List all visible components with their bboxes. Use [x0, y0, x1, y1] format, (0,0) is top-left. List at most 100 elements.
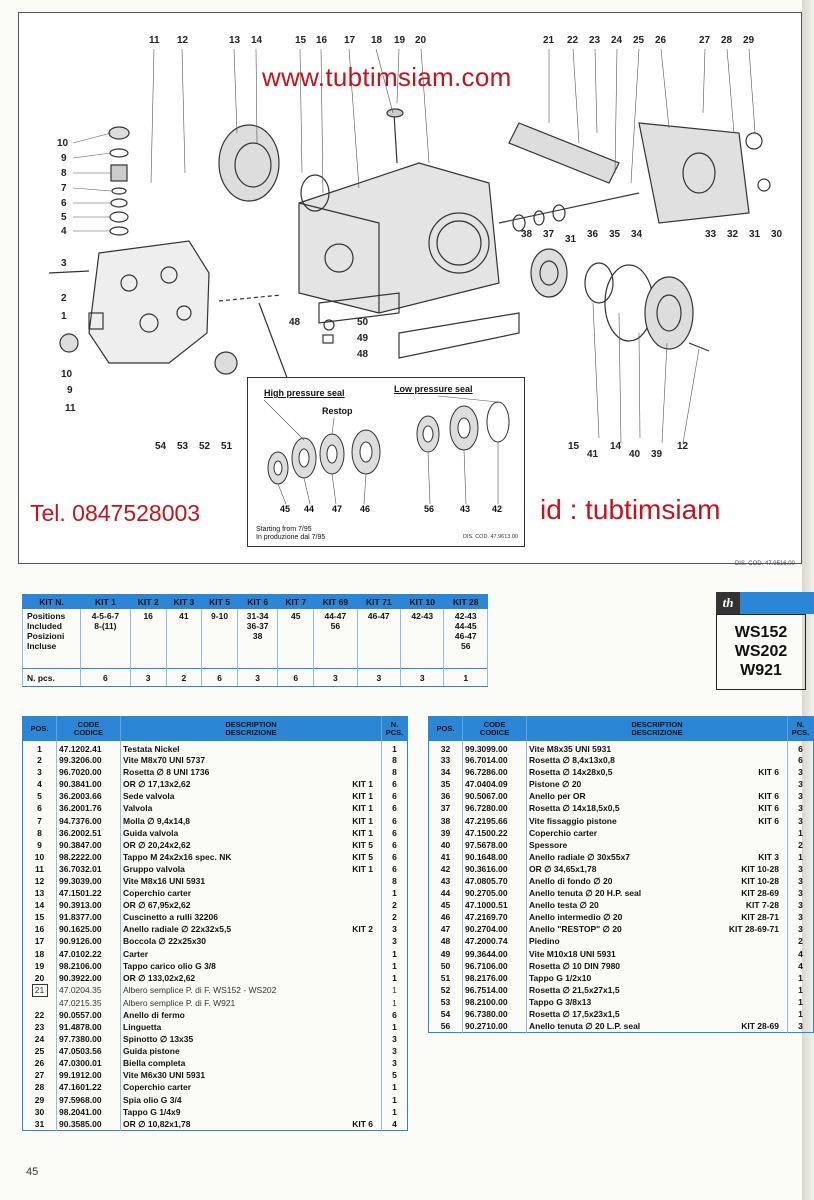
callout-48: 48 — [289, 317, 301, 328]
part-pos: 8 — [22, 827, 57, 840]
inset-drawing-code: DIS. COD. 47.9613.00 — [462, 534, 518, 540]
part-description: Vite M8x70 UNI 5737 — [121, 755, 382, 767]
kit-header-cell: KIT 28 — [443, 594, 488, 609]
callout-6: 6 — [61, 198, 67, 209]
part-pcs: 6 — [381, 814, 408, 828]
part-description-text: Rosetta ∅ 8 UNI 1736 — [123, 767, 210, 778]
part-description: OR ∅ 67,95x2,62 — [121, 900, 382, 912]
part-pos: 51 — [428, 972, 463, 985]
part-pos: 13 — [22, 887, 57, 900]
part-kit: KIT 2 — [352, 924, 373, 935]
part-description-text: Coperchio carter — [123, 1082, 192, 1093]
part-code: 96.7106.00 — [462, 960, 527, 973]
part-code: 90.3922.00 — [56, 972, 121, 985]
kit-pcs-cell: 3 — [236, 668, 279, 687]
inset-num-43: 43 — [460, 504, 471, 514]
part-pos: 22 — [22, 1009, 57, 1022]
restop-label: Restop — [322, 406, 353, 416]
part-description-text: Vite M8x16 UNI 5931 — [123, 875, 206, 886]
pcs-header-n: N. — [796, 719, 805, 729]
part-pos: 49 — [428, 948, 463, 961]
kit-positions-cell: 44-47 56 — [313, 608, 358, 669]
callout-25: 25 — [633, 35, 645, 46]
part-kit: KIT 10-28 — [741, 875, 779, 886]
part-description-text: Guida valvola — [123, 827, 179, 838]
part-description-text: Anello intermedio ∅ 20 — [529, 912, 623, 923]
pcs-header: N.PCS. — [381, 716, 408, 741]
part-description-text: Anello di fondo ∅ 20 — [529, 875, 613, 886]
kit-positions-cell: 45 — [277, 608, 315, 669]
part-code: 97.5968.00 — [56, 1094, 121, 1107]
part-description: Vite M6x30 UNI 5931 — [121, 1070, 382, 1082]
part-code: 47.0404.09 — [462, 778, 527, 791]
desc-header-en: DESCRIPTION — [631, 719, 683, 729]
part-description-text: Linguetta — [123, 1022, 162, 1033]
callout-15: 15 — [295, 35, 307, 46]
part-description: Guida pistone — [121, 1046, 382, 1058]
part-code: 90.1648.00 — [462, 851, 527, 864]
positions-label-line: Included — [27, 621, 62, 631]
part-pos: 33 — [428, 754, 463, 767]
part-pcs: 2 — [787, 839, 814, 852]
part-pcs: 1 — [787, 827, 814, 840]
part-kit: KIT 28-71 — [741, 912, 779, 923]
part-code: 36.7032.01 — [56, 863, 121, 876]
part-description-text: Spia olio G 3/4 — [123, 1094, 182, 1105]
part-description-text: Albero semplice P. di F. WS152 - WS202 — [123, 985, 277, 996]
part-pos: 9 — [22, 839, 57, 852]
part-description: Rosetta ∅ 21,5x27x1,5 — [527, 984, 788, 996]
kit-positions-cell: 31-34 36-37 38 — [236, 608, 279, 669]
callout-40: 40 — [629, 449, 641, 460]
inset-num-56: 56 — [424, 504, 435, 514]
callout-35: 35 — [609, 229, 621, 240]
part-description: Anello intermedio ∅ 20 KIT 28-71 — [527, 912, 788, 924]
part-pos: 50 — [428, 960, 463, 973]
part-pcs: 3 — [381, 923, 408, 936]
part-kit: KIT 28-69 — [741, 888, 779, 899]
kit-positions-cell: 46-47 — [356, 608, 402, 669]
part-pcs: 1 — [381, 1021, 408, 1034]
callout-8: 8 — [61, 168, 67, 179]
part-pcs: 1 — [381, 1094, 408, 1107]
callout-31: 31 — [565, 234, 577, 245]
part-pos: 31 — [22, 1118, 57, 1131]
part-description-text: Anello radiale ∅ 30x55x7 — [529, 851, 630, 862]
part-pos: 7 — [22, 814, 57, 828]
part-description: Anello di fermo — [121, 1009, 382, 1021]
callout-3: 3 — [61, 258, 67, 269]
part-pos: 53 — [428, 996, 463, 1009]
part-pos: 30 — [22, 1106, 57, 1119]
code-header-it: CODICE — [479, 727, 510, 737]
part-pcs: 1 — [787, 1008, 814, 1021]
part-code: 98.2041.00 — [56, 1106, 121, 1119]
part-pos: 42 — [428, 863, 463, 876]
part-code: 98.2100.00 — [462, 996, 527, 1009]
part-description-text: Tappo G 1/2x10 — [529, 972, 592, 983]
part-description-text: Albero semplice P. di F. W921 — [123, 997, 236, 1008]
part-code: 91.4878.00 — [56, 1021, 121, 1034]
seal-drawing — [263, 395, 510, 505]
kit-pcs-cell: 6 — [277, 668, 315, 687]
part-description-text: Vite M8x35 UNI 5931 — [529, 743, 612, 754]
part-code: 99.3644.00 — [462, 948, 527, 961]
kit-header-cell: KIT 7 — [277, 594, 315, 609]
part-pos: 34 — [428, 766, 463, 779]
part-code: 90.3841.00 — [56, 778, 121, 791]
part-pos: 27 — [22, 1069, 57, 1082]
